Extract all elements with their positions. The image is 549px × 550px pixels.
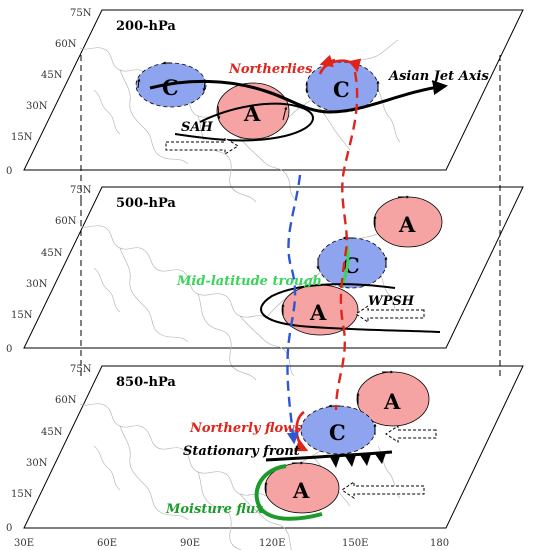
front-triangle <box>330 456 340 468</box>
level-label-850: 850-hPa <box>116 375 176 390</box>
front-triangle <box>375 453 386 464</box>
level-label-200: 200-hPa <box>116 19 176 34</box>
flow-arrow-marker <box>217 105 221 120</box>
hollow-arrow <box>355 305 425 323</box>
asian-jet-axis-label: Asian Jet Axis <box>387 69 489 84</box>
flow-arrow-marker <box>137 78 141 89</box>
front-triangle <box>345 455 356 467</box>
asian-jet-axis-line <box>149 79 448 114</box>
lon-label: 150E <box>342 538 368 549</box>
panel-850hpa: 75N 60N 45N 30N 15N 0 850-hPa 30E 60E 90… <box>6 364 524 550</box>
lon-label: 120E <box>259 538 285 549</box>
hollow-arrow <box>341 481 425 499</box>
lat-label: 15N <box>11 132 33 143</box>
northerlies-label: Northerlies <box>228 62 313 77</box>
lat-label: 45N <box>41 248 63 259</box>
anticyclone-label: A <box>398 212 416 237</box>
mid-latitude-trough-label: Mid-latitude trough <box>176 274 322 289</box>
lon-label: 60E <box>97 538 117 549</box>
sah-label: SAH <box>181 120 213 135</box>
panel-200hpa: 75N 60N 45N 30N 15N 0 200-hPa A C C Nort… <box>6 8 524 203</box>
lon-label: 180 <box>430 538 449 549</box>
cyclone-label: C <box>162 75 179 100</box>
lat-label: 15N <box>11 310 33 321</box>
stationary-front-line <box>265 450 393 462</box>
lat-label: 60N <box>55 39 77 50</box>
panel-frame-500 <box>23 186 524 349</box>
lat-label: 45N <box>41 70 63 81</box>
anticyclone-label: A <box>383 389 401 414</box>
stationary-front-label: Stationary front <box>183 444 300 459</box>
level-label-500: 500-hPa <box>116 196 176 211</box>
anticyclone-label: A <box>309 300 327 325</box>
flow-arrow-marker <box>282 106 288 121</box>
front-triangle <box>360 454 371 466</box>
flow-arrow-marker <box>202 81 206 92</box>
anticyclone-label: A <box>292 478 310 503</box>
hollow-arrow <box>165 137 239 155</box>
lat-label: 15N <box>11 489 33 500</box>
lat-label: 0 <box>6 523 12 534</box>
red-vertical-connector <box>334 71 359 411</box>
lat-label: 75N <box>70 185 92 196</box>
hollow-arrow <box>385 425 437 443</box>
northerlies-curve <box>318 58 362 75</box>
lat-label: 75N <box>70 8 92 19</box>
panel-500hpa: 75N 60N 45N 30N 15N 0 500-hPa A C A Mid-… <box>6 185 524 381</box>
wpsh-contour <box>260 283 441 333</box>
lat-label: 0 <box>6 344 12 355</box>
cyclone-label: C <box>333 77 350 102</box>
northerlies-start <box>319 54 336 68</box>
blue-vertical-connector <box>286 174 302 445</box>
anticyclone-top <box>216 82 290 140</box>
moisture-flux-label: Moisture flux <box>165 502 263 517</box>
panel-frame-200 <box>23 9 524 171</box>
cyclone-label: C <box>329 420 346 445</box>
lat-label: 45N <box>41 427 63 438</box>
lon-label: 30E <box>14 538 34 549</box>
lat-label: 30N <box>26 279 48 290</box>
lat-label: 0 <box>6 166 12 177</box>
wpsh-label: WPSH <box>368 294 415 309</box>
lat-label: 30N <box>26 458 48 469</box>
lat-label: 30N <box>26 101 48 112</box>
lat-label: 60N <box>55 395 77 406</box>
lat-label: 60N <box>55 216 77 227</box>
lon-label: 90E <box>180 538 200 549</box>
panel-frame-850 <box>23 365 524 529</box>
moisture-flux-arc <box>254 464 323 521</box>
northerly-flows-label: Northerly flows <box>189 421 302 436</box>
lat-label: 75N <box>70 364 92 375</box>
